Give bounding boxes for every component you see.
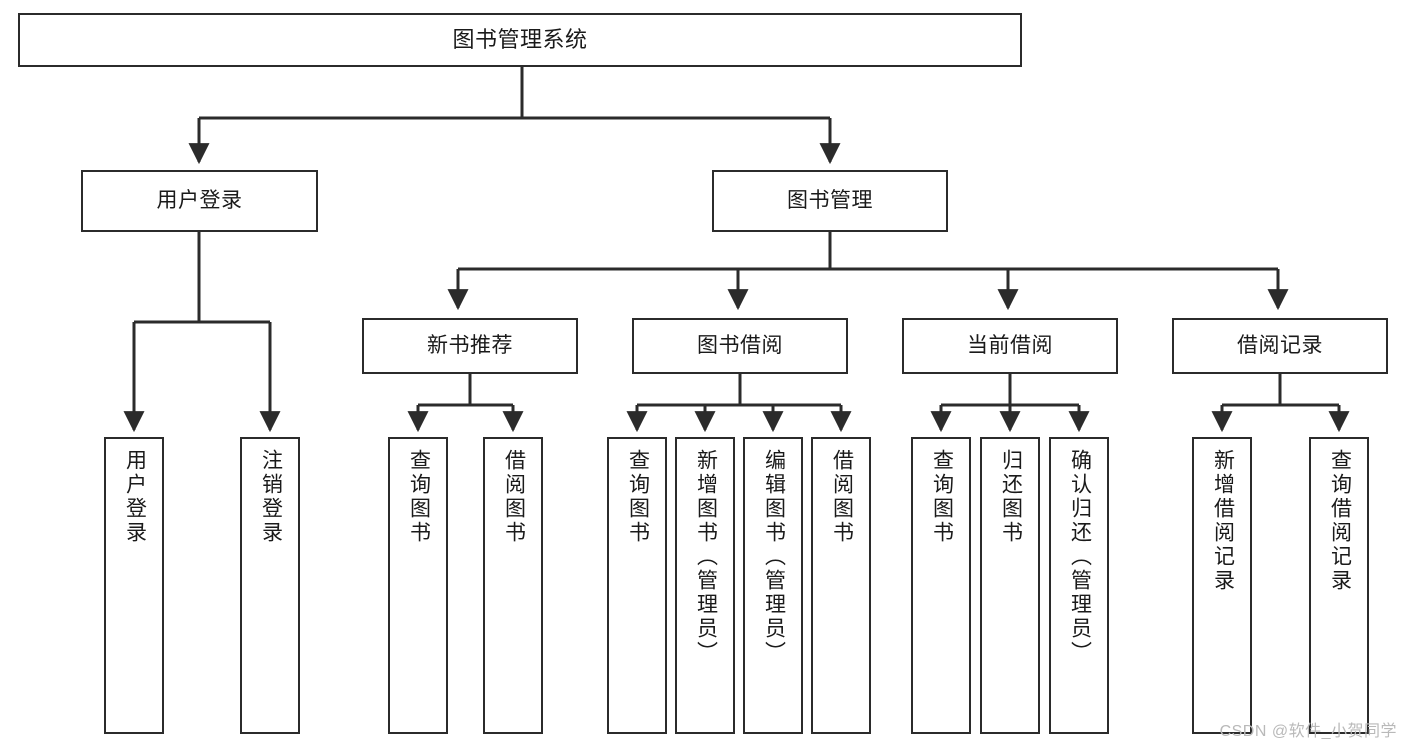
leaf-borrow-borrow-book[interactable]: 借阅图书 [811,437,871,734]
leaf-record-add[interactable]: 新增借阅记录 [1192,437,1252,734]
node-root-system[interactable]: 图书管理系统 [18,13,1022,67]
node-label: 新增图书（管理员） [694,449,718,665]
leaf-user-logout[interactable]: 注销登录 [240,437,300,734]
node-label: 注销登录 [259,449,283,545]
node-label: 借阅图书 [502,449,526,545]
node-user-login[interactable]: 用户登录 [81,170,318,232]
node-borrow-record[interactable]: 借阅记录 [1172,318,1388,374]
leaf-user-login[interactable]: 用户登录 [104,437,164,734]
node-label: 编辑图书（管理员） [762,449,786,665]
node-current-borrow[interactable]: 当前借阅 [902,318,1118,374]
node-label: 图书管理系统 [452,26,588,52]
node-label: 查询图书 [930,449,954,545]
node-label: 新增借阅记录 [1211,449,1235,593]
node-label: 借阅记录 [1237,334,1323,358]
node-label: 归还图书 [999,449,1023,545]
node-book-borrow[interactable]: 图书借阅 [632,318,848,374]
leaf-borrow-edit-book[interactable]: 编辑图书（管理员） [743,437,803,734]
leaf-current-query-book[interactable]: 查询图书 [911,437,971,734]
node-label: 图书借阅 [697,334,783,358]
node-label: 查询借阅记录 [1328,449,1352,593]
node-label: 确认归还（管理员） [1068,449,1092,665]
leaf-borrow-add-book[interactable]: 新增图书（管理员） [675,437,735,734]
leaf-record-query[interactable]: 查询借阅记录 [1309,437,1369,734]
node-book-management[interactable]: 图书管理 [712,170,948,232]
node-new-book-recommend[interactable]: 新书推荐 [362,318,578,374]
leaf-new-book-query[interactable]: 查询图书 [388,437,448,734]
node-label: 查询图书 [407,449,431,545]
node-label: 查询图书 [626,449,650,545]
node-label: 用户登录 [156,189,243,213]
node-label: 新书推荐 [427,334,513,358]
csdn-watermark: CSDN @软件_小贺同学 [1219,723,1397,740]
node-label: 图书管理 [787,189,873,213]
node-label: 用户登录 [123,449,147,545]
node-label: 借阅图书 [830,449,854,545]
leaf-current-confirm-return[interactable]: 确认归还（管理员） [1049,437,1109,734]
leaf-borrow-query-book[interactable]: 查询图书 [607,437,667,734]
leaf-new-book-borrow[interactable]: 借阅图书 [483,437,543,734]
leaf-current-return-book[interactable]: 归还图书 [980,437,1040,734]
node-label: 当前借阅 [967,334,1053,358]
